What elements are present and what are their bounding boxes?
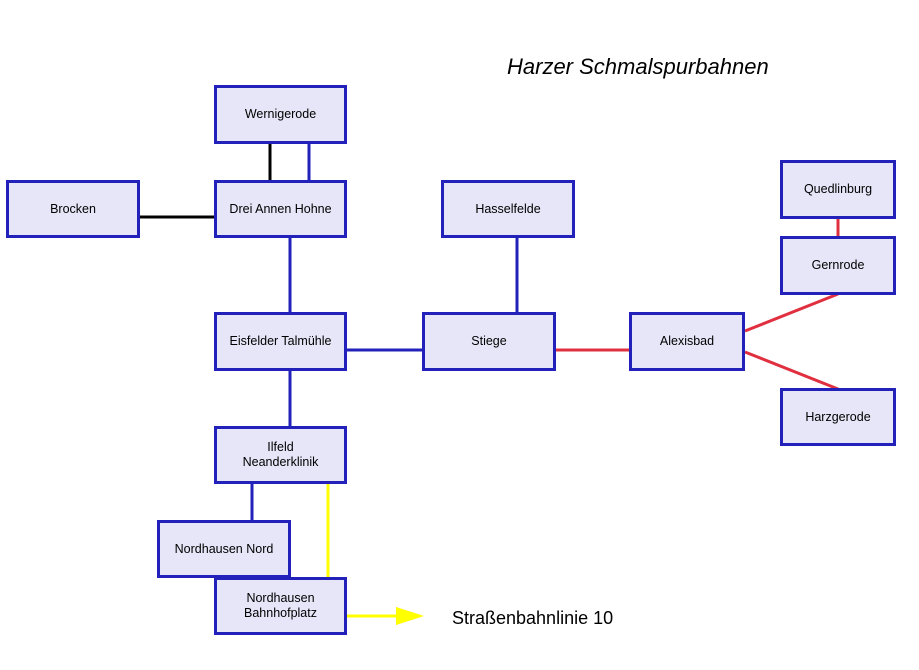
station-label: Ilfeld Neanderklinik (242, 440, 319, 469)
station-wernigerode: Wernigerode (214, 85, 347, 144)
diagram-title: Harzer Schmalspurbahnen (507, 54, 769, 79)
station-harzgerode: Harzgerode (780, 388, 896, 446)
station-hasselfelde: Hasselfelde (441, 180, 575, 238)
station-label: Nordhausen Bahnhofplatz (244, 591, 317, 620)
station-gernrode: Gernrode (780, 236, 896, 295)
station-label: Eisfelder Talmühle (229, 334, 332, 348)
station-ilfeld-neanderklinik: Ilfeld Neanderklinik (214, 426, 347, 484)
station-nordhausen-nord: Nordhausen Nord (157, 520, 291, 578)
station-label: Gernrode (811, 258, 865, 272)
station-label: Alexisbad (659, 334, 715, 348)
station-stiege: Stiege (422, 312, 556, 371)
station-label: Wernigerode (244, 107, 317, 121)
connection-lines (139, 143, 840, 625)
line-alexisbad-gernrode (744, 292, 839, 333)
station-nordhausen-bahnhofplatz: Nordhausen Bahnhofplatz (214, 577, 347, 635)
station-label: Nordhausen Nord (174, 541, 274, 556)
line-alexisbad-harzgerode (744, 350, 839, 391)
station-label: Harzgerode (805, 409, 871, 424)
station-drei-annen-hohne: Drei Annen Hohne (214, 180, 347, 238)
station-label: Quedlinburg (803, 182, 873, 196)
tram-line-label: Straßenbahnlinie 10 (452, 608, 614, 628)
station-alexisbad: Alexisbad (629, 312, 745, 371)
station-label: Hasselfelde (475, 201, 541, 216)
station-brocken: Brocken (6, 180, 140, 238)
station-quedlinburg: Quedlinburg (780, 160, 896, 219)
station-eisfelder-talmuehle: Eisfelder Talmühle (214, 312, 347, 371)
tram-arrow-head (396, 607, 424, 625)
station-label: Brocken (50, 201, 96, 216)
station-label: Stiege (471, 334, 507, 348)
station-label: Drei Annen Hohne (229, 201, 332, 216)
